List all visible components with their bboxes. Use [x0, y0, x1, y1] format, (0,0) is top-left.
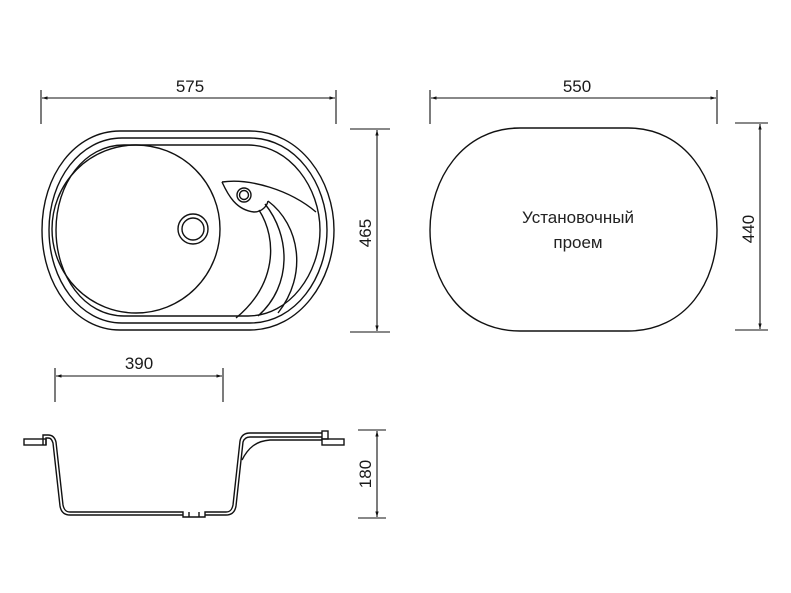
- faucet-hole-inner: [238, 189, 250, 201]
- dimension-440: 440: [735, 122, 768, 331]
- groove-1: [235, 209, 272, 319]
- drainboard-curve: [241, 439, 322, 461]
- dim-label-180: 180: [356, 460, 375, 488]
- sink-outer-rim: [41, 130, 335, 331]
- drain-outer: [177, 213, 209, 245]
- groove-2: [257, 203, 285, 317]
- round-bowl: [51, 144, 221, 314]
- dimension-180: 180: [356, 429, 386, 519]
- faucet-deck: [221, 180, 317, 213]
- dim-label-575: 575: [176, 77, 204, 96]
- sink-deck-edge: [55, 144, 321, 317]
- cutout-view: 550 Установочный проем 440: [429, 77, 768, 332]
- right-flange-step: [321, 430, 329, 440]
- dimension-575: 575: [40, 77, 337, 124]
- faucet-hole-outer: [236, 187, 252, 203]
- sink-profile-outer: [42, 432, 322, 518]
- dimension-390: 390: [54, 354, 224, 402]
- cutout-label-line2: проем: [553, 233, 602, 252]
- dim-label-440: 440: [739, 215, 758, 243]
- top-view: 575 465: [40, 77, 390, 333]
- dim-label-550: 550: [563, 77, 591, 96]
- dim-label-390: 390: [125, 354, 153, 373]
- right-flange-tab: [321, 438, 345, 446]
- sink-inner-rim: [48, 137, 328, 324]
- sink-profile-inner: [45, 436, 322, 516]
- cutout-label-line1: Установочный: [522, 208, 634, 227]
- dimension-465: 465: [350, 128, 390, 333]
- drain-outlet: [188, 512, 200, 517]
- faucet-deck-lower: [221, 181, 269, 213]
- dim-label-465: 465: [356, 219, 375, 247]
- side-view: 390 180: [23, 354, 386, 519]
- dimension-550: 550: [429, 77, 718, 124]
- groove-3: [267, 200, 298, 314]
- drain-inner: [181, 217, 205, 241]
- cutout-outline: [429, 127, 718, 332]
